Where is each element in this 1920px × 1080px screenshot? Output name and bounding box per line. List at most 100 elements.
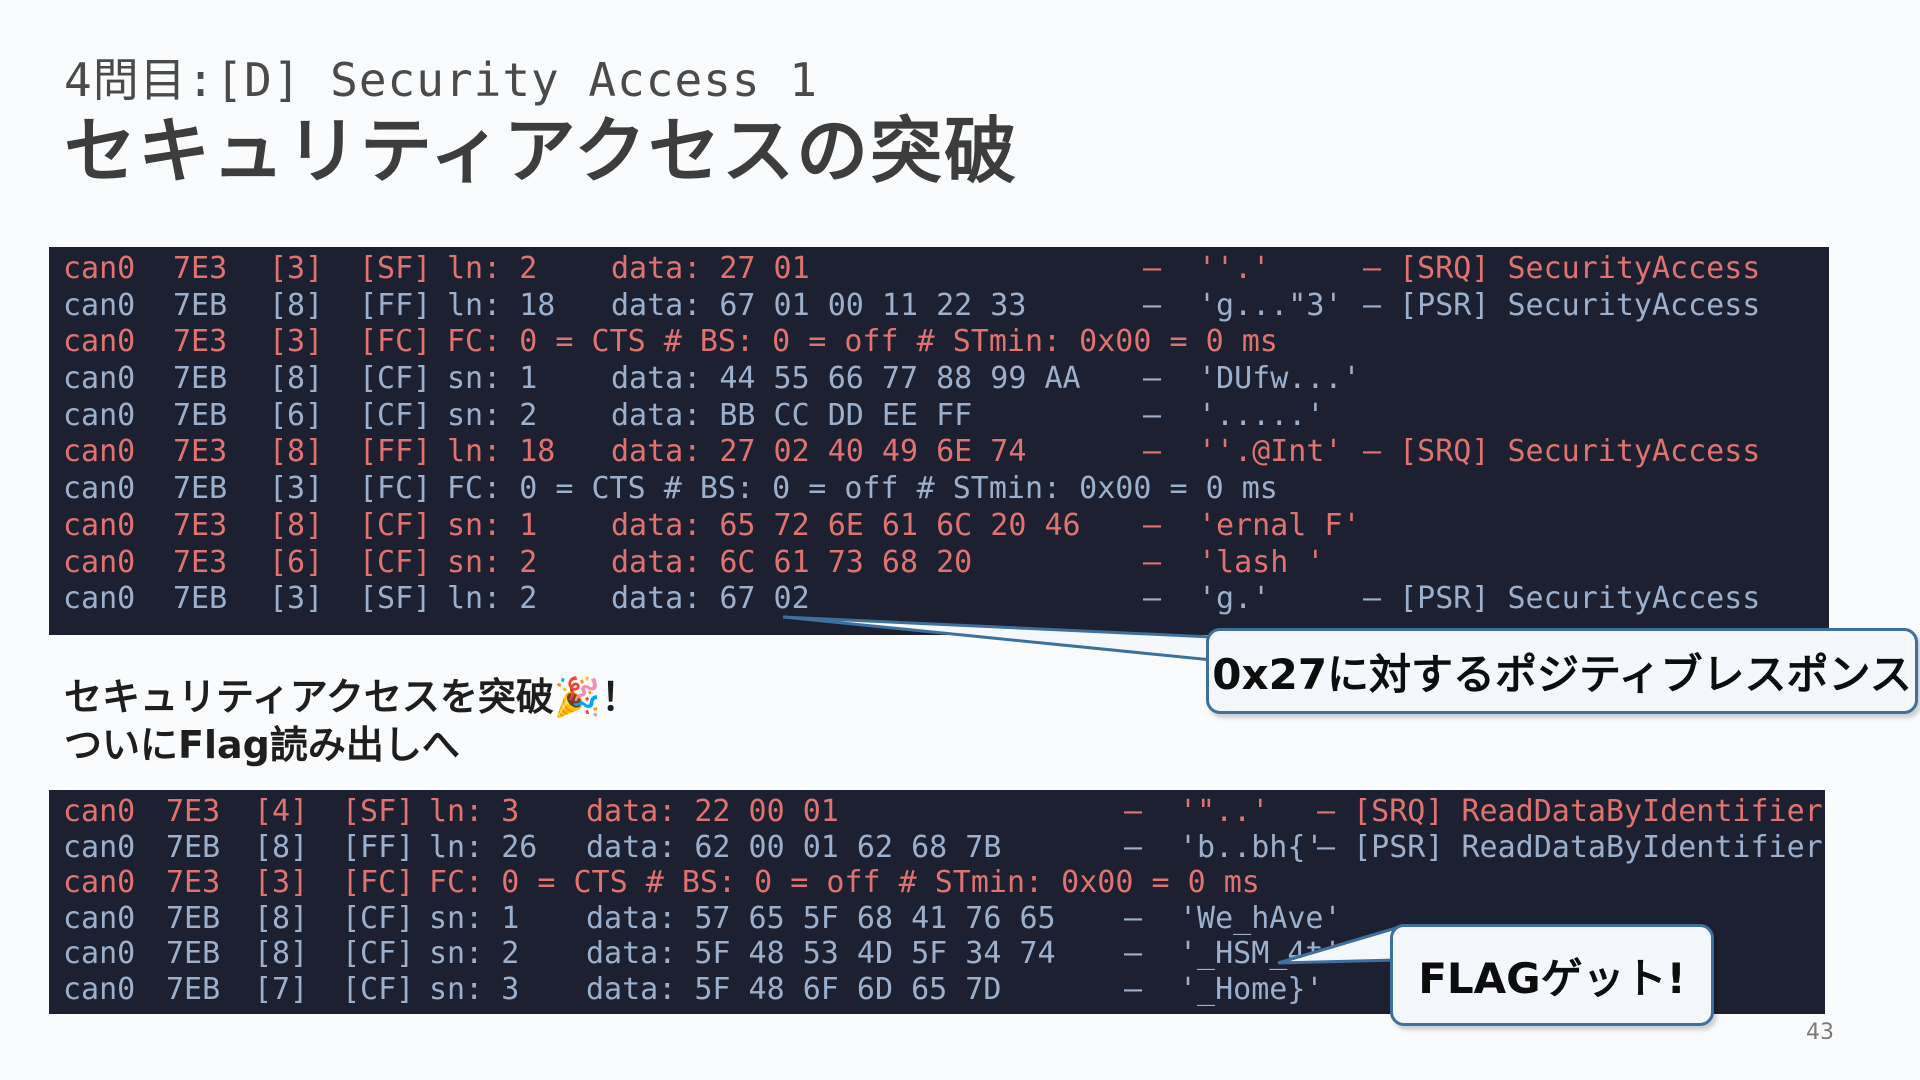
log-tag: – [PSR] ReadDataByIdentifier bbox=[1317, 829, 1823, 865]
log-dlc: [3] bbox=[269, 581, 324, 617]
log-data: data: 57 65 5F 68 41 76 65 bbox=[586, 900, 1056, 936]
log-ascii: 'ernal F' bbox=[1198, 507, 1361, 543]
log-id: 7E3 bbox=[173, 434, 228, 470]
log-dlc: [3] bbox=[269, 251, 324, 286]
log-ascii: '_HSM_4t' bbox=[1179, 936, 1342, 971]
log-frame: [FC] bbox=[342, 865, 415, 900]
log-tag: – [SRQ] SecurityAccess bbox=[1363, 434, 1761, 470]
log-data: data: 5F 48 53 4D 5F 34 74 bbox=[586, 936, 1056, 971]
callout-positive-response-text: 0x27に対するポジティブレスポンス bbox=[1212, 649, 1912, 699]
log-data: data: 62 00 01 62 68 7B bbox=[586, 829, 1002, 865]
log-ascii: 'g..."3' bbox=[1198, 287, 1343, 323]
log-dlc: [6] bbox=[269, 397, 324, 433]
log-field: FC: 0 = CTS # BS: 0 = off # STmin: 0x00 … bbox=[447, 471, 1278, 507]
log-iface: can0 bbox=[63, 865, 136, 900]
log-iface: can0 bbox=[63, 287, 136, 323]
log-data: data: 67 01 00 11 22 33 bbox=[611, 287, 1027, 323]
log-id: 7EB bbox=[166, 936, 221, 971]
log-separator: – bbox=[1143, 581, 1162, 617]
log-ascii: '_Home}' bbox=[1179, 971, 1324, 1007]
log-field: sn: 2 bbox=[447, 544, 538, 580]
log-id: 7EB bbox=[173, 397, 228, 433]
log-id: 7EB bbox=[166, 829, 221, 865]
log-field: ln: 2 bbox=[447, 251, 538, 286]
log-separator: – bbox=[1143, 434, 1162, 470]
log-id: 7EB bbox=[173, 361, 228, 397]
log-id: 7E3 bbox=[173, 324, 228, 360]
log-field: sn: 1 bbox=[447, 507, 538, 543]
log-frame: [CF] bbox=[359, 507, 432, 543]
log-frame: [FF] bbox=[359, 287, 432, 323]
log-iface: can0 bbox=[63, 794, 136, 829]
callout-positive-response: 0x27に対するポジティブレスポンス bbox=[1206, 628, 1918, 714]
log-separator: – bbox=[1124, 829, 1143, 865]
log-separator: – bbox=[1143, 361, 1162, 397]
log-field: ln: 18 bbox=[447, 287, 556, 323]
log-field: sn: 1 bbox=[429, 900, 520, 936]
log-field: FC: 0 = CTS # BS: 0 = off # STmin: 0x00 … bbox=[447, 324, 1278, 360]
callout-flag-text: FLAGゲット! bbox=[1418, 953, 1686, 1003]
log-ascii: 'g.' bbox=[1198, 581, 1271, 617]
log-dlc: [6] bbox=[269, 544, 324, 580]
log-data: data: 44 55 66 77 88 99 AA bbox=[611, 361, 1081, 397]
log-dlc: [8] bbox=[254, 900, 309, 936]
log-iface: can0 bbox=[63, 397, 136, 433]
log-dlc: [8] bbox=[269, 361, 324, 397]
log-field: FC: 0 = CTS # BS: 0 = off # STmin: 0x00 … bbox=[429, 865, 1260, 900]
log-id: 7EB bbox=[173, 581, 228, 617]
log-ascii: ''.' bbox=[1198, 251, 1271, 286]
log-dlc: [8] bbox=[269, 434, 324, 470]
log-field: ln: 2 bbox=[447, 581, 538, 617]
log-dlc: [4] bbox=[254, 794, 309, 829]
log-data: data: 65 72 6E 61 6C 20 46 bbox=[611, 507, 1081, 543]
slide-title: セキュリティアクセスの突破 bbox=[64, 109, 1019, 193]
log-field: sn: 2 bbox=[447, 397, 538, 433]
log-separator: – bbox=[1143, 397, 1162, 433]
log-dlc: [8] bbox=[254, 829, 309, 865]
log-data: data: 27 02 40 49 6E 74 bbox=[611, 434, 1027, 470]
log-frame: [CF] bbox=[359, 397, 432, 433]
log-id: 7E3 bbox=[166, 865, 221, 900]
can-log-read-data: can0 7E3 [4] [SF] ln: 3 data: 22 00 01 '"..' – … bbox=[49, 790, 1825, 1014]
log-iface: can0 bbox=[63, 544, 136, 580]
log-id: 7E3 bbox=[173, 507, 228, 543]
log-frame: [SF] bbox=[342, 794, 415, 829]
log-iface: can0 bbox=[63, 471, 136, 507]
log-dlc: [3] bbox=[254, 865, 309, 900]
log-field: ln: 3 bbox=[429, 794, 520, 829]
log-frame: [CF] bbox=[342, 936, 415, 971]
log-separator: – bbox=[1124, 971, 1143, 1007]
log-dlc: [8] bbox=[269, 287, 324, 323]
log-separator: – bbox=[1143, 544, 1162, 580]
log-frame: [FC] bbox=[359, 324, 432, 360]
log-frame: [FC] bbox=[359, 471, 432, 507]
log-frame: [CF] bbox=[359, 361, 432, 397]
log-id: 7EB bbox=[166, 900, 221, 936]
log-tag: – [PSR] SecurityAccess bbox=[1363, 581, 1761, 617]
log-data: data: BB CC DD EE FF bbox=[611, 397, 973, 433]
log-id: 7E3 bbox=[166, 794, 221, 829]
log-field: ln: 26 bbox=[429, 829, 538, 865]
log-iface: can0 bbox=[63, 829, 136, 865]
page-number: 43 bbox=[1806, 1020, 1834, 1045]
log-id: 7E3 bbox=[173, 251, 228, 286]
log-row: can0 7E3 [3] [FC] FC: 0 = CTS # BS: 0 = off … bbox=[63, 865, 1825, 901]
log-ascii: 'We_hAve' bbox=[1179, 900, 1342, 936]
log-iface: can0 bbox=[63, 251, 136, 286]
log-dlc: [8] bbox=[254, 936, 309, 971]
callout-flag: FLAGゲット! bbox=[1390, 924, 1714, 1026]
log-data: data: 22 00 01 bbox=[586, 794, 839, 829]
log-ascii: '"..' bbox=[1179, 794, 1270, 829]
log-iface: can0 bbox=[63, 581, 136, 617]
log-field: ln: 18 bbox=[447, 434, 556, 470]
log-id: 7E3 bbox=[173, 544, 228, 580]
